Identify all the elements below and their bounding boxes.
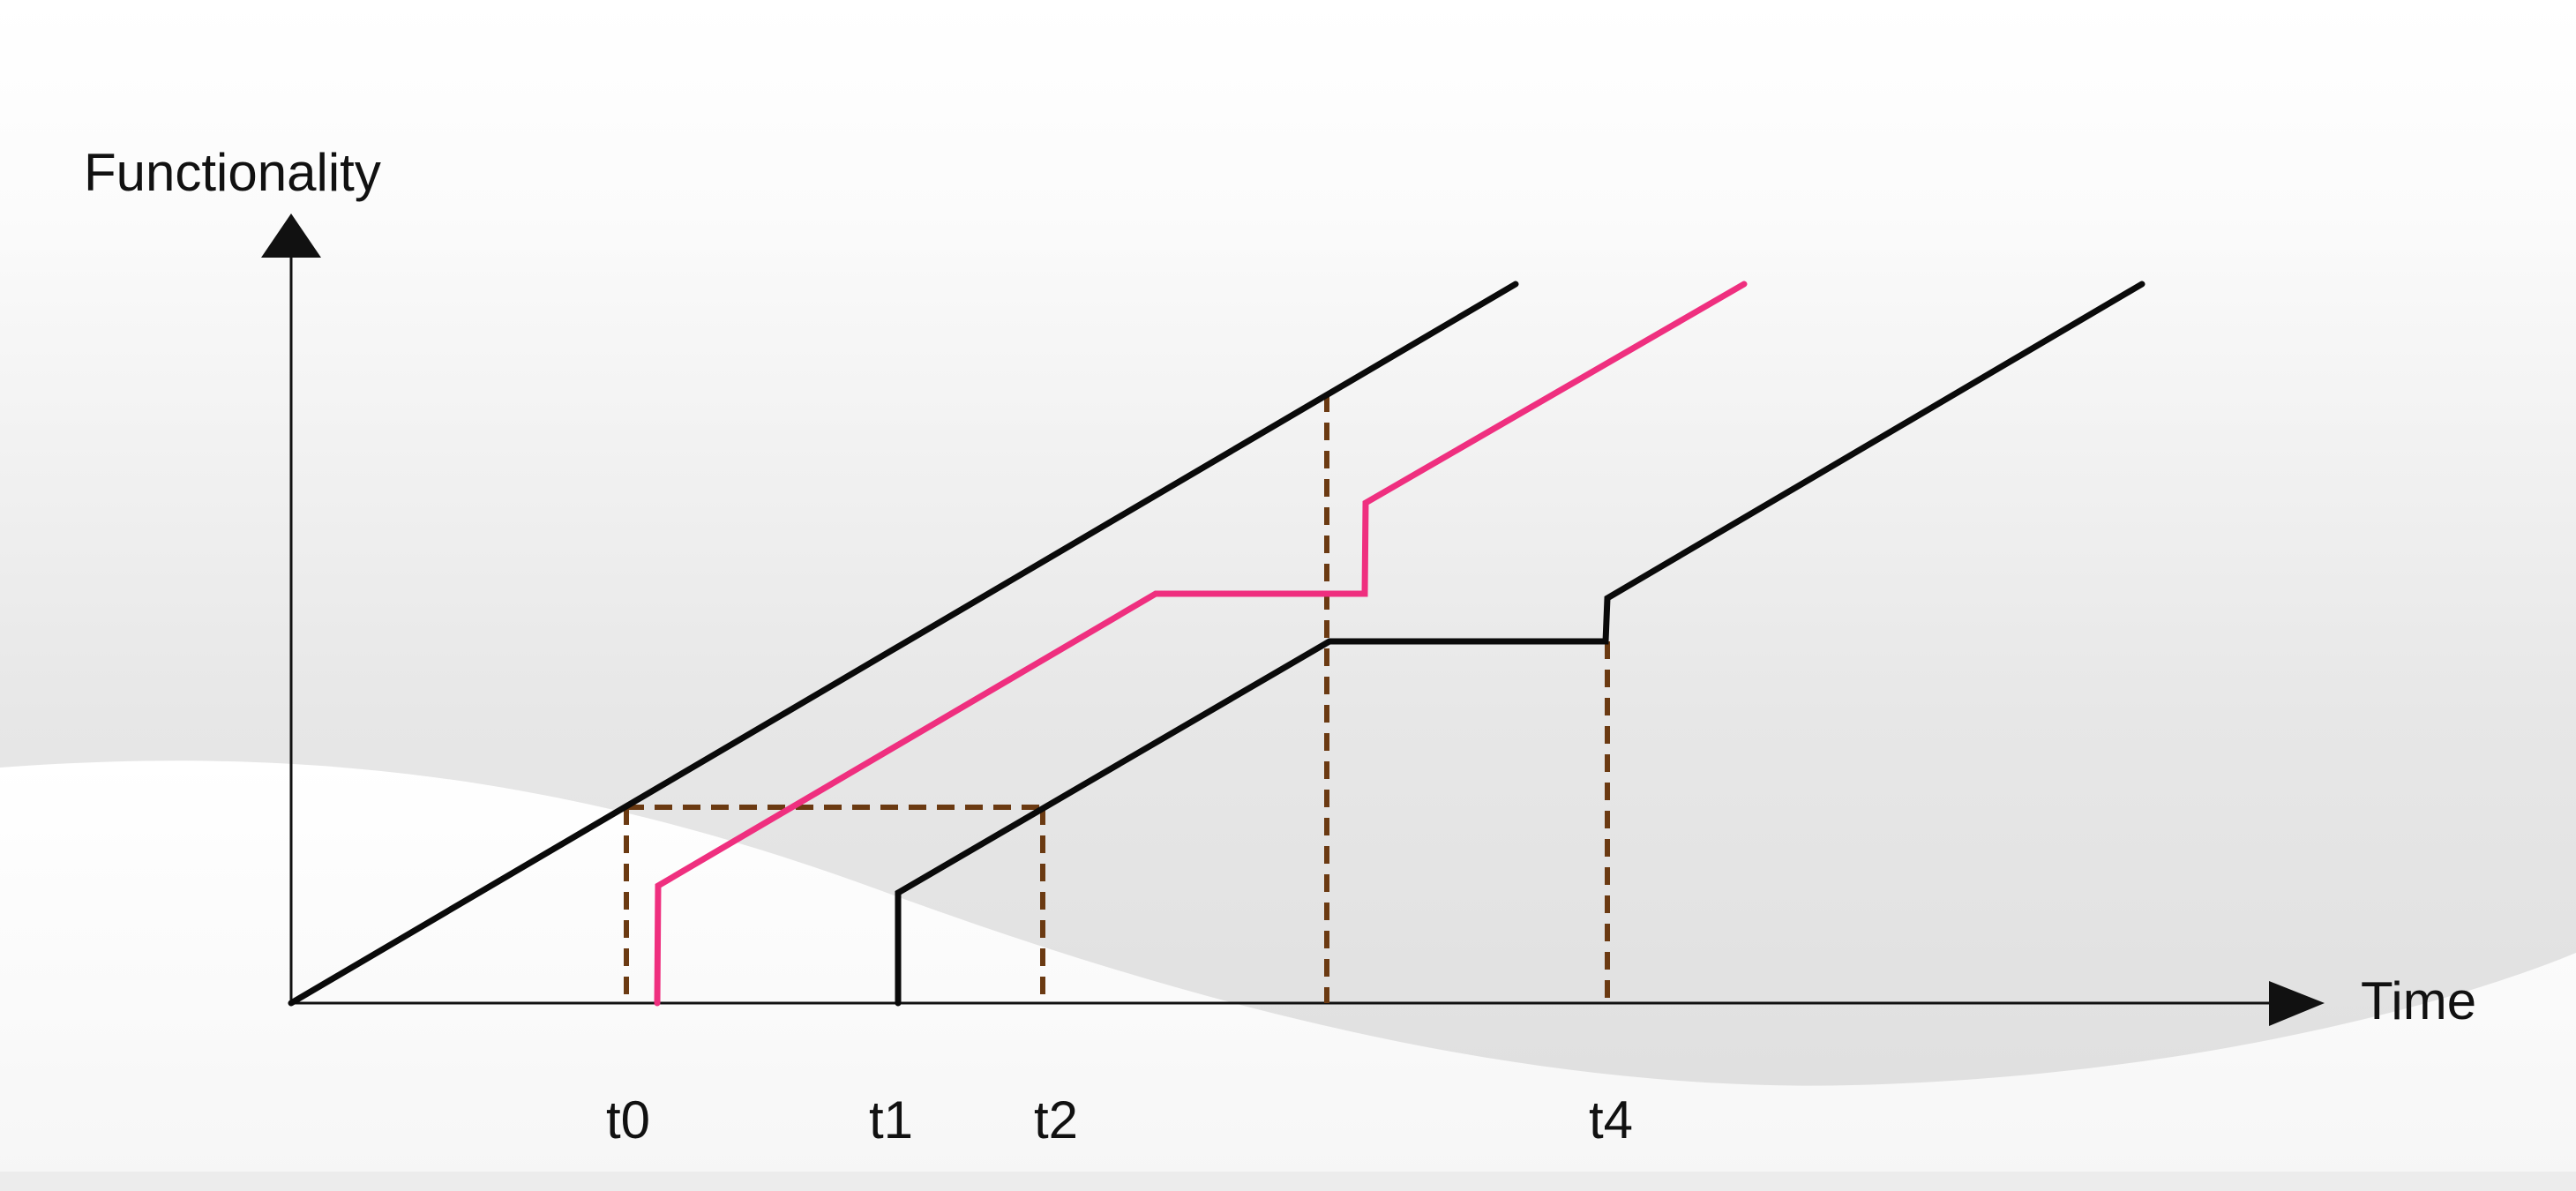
pink-line — [654, 281, 1748, 1007]
tick-label-t0: t0 — [606, 1090, 650, 1150]
x-axis-arrow — [2269, 981, 2325, 1026]
x-axis-label: Time — [2361, 971, 2476, 1030]
y-axis-label: Functionality — [84, 143, 381, 202]
black-line-2 — [895, 281, 2145, 1007]
dashed-guides — [624, 394, 1610, 1003]
tick-label-t2: t2 — [1034, 1090, 1078, 1150]
black-line-1 — [288, 281, 1519, 1007]
y-axis-arrow — [261, 213, 321, 258]
tick-label-t1: t1 — [869, 1090, 913, 1150]
tick-label-t4: t4 — [1589, 1090, 1633, 1150]
bottom-strip — [0, 1172, 2576, 1191]
background-wave — [0, 760, 2576, 1191]
